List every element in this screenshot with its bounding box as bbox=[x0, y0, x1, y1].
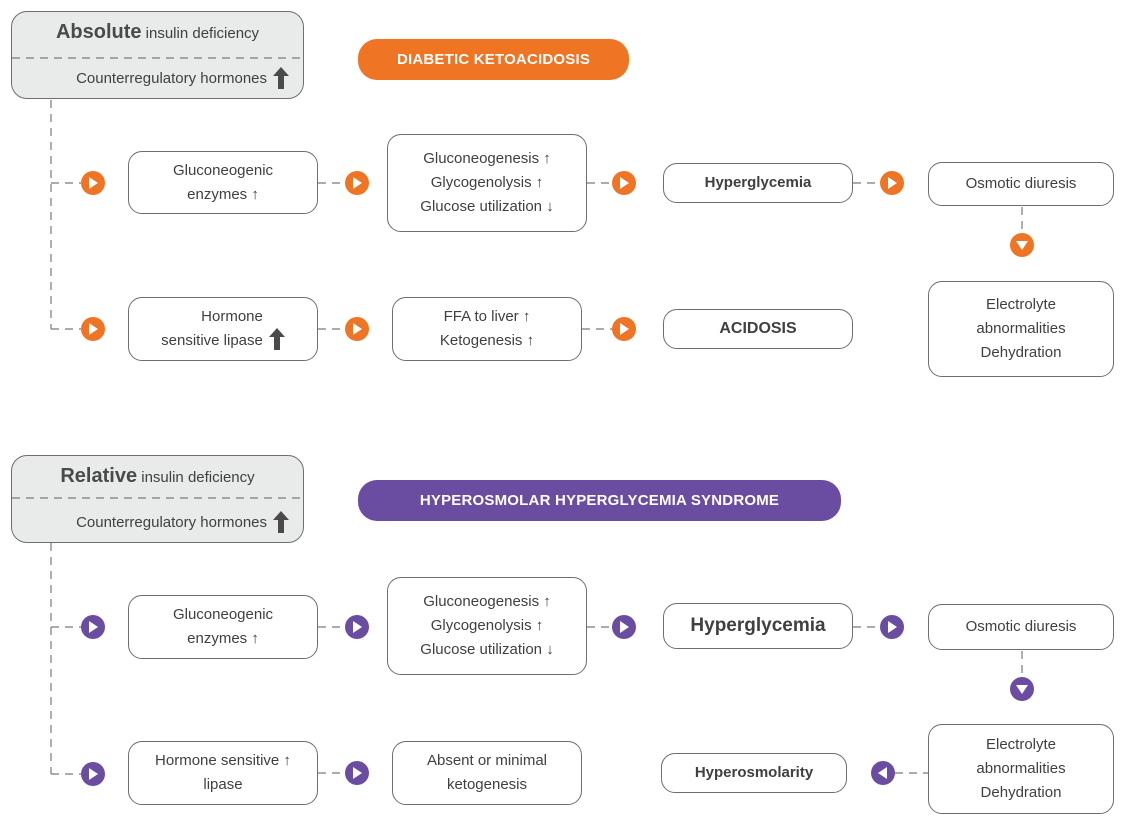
hhs-hormones-row: Counterregulatory hormones bbox=[26, 511, 289, 533]
dka-header-title: Absolute insulin deficiency bbox=[12, 21, 303, 44]
box-text: Hyperosmolarity bbox=[694, 764, 814, 781]
box-text: Electrolyte abnormalities Dehydration bbox=[976, 736, 1066, 801]
deficiency-label: insulin deficiency bbox=[137, 469, 255, 486]
play-icon bbox=[880, 615, 904, 639]
dka-gluconeogenic-box: Gluconeogenic enzymes ↑ bbox=[128, 151, 318, 214]
play-icon bbox=[612, 317, 636, 341]
play-icon bbox=[345, 171, 369, 195]
hormones-label: Counterregulatory hormones bbox=[76, 69, 267, 87]
hhs-title: HYPEROSMOLAR HYPERGLYCEMIA SYNDROME bbox=[419, 492, 780, 509]
down-triangle-icon bbox=[1010, 233, 1034, 257]
hhs-header: Relative insulin deficiency Counterregul… bbox=[11, 455, 305, 543]
box-text: Gluconeogenesis ↑ Glycogenolysis ↑ Gluco… bbox=[420, 150, 554, 215]
box-text: Hyperglycemia bbox=[690, 615, 826, 636]
play-icon bbox=[345, 615, 369, 639]
dka-ffa-box: FFA to liver ↑ Ketogenesis ↑ bbox=[392, 297, 582, 361]
dka-header: Absolute insulin deficiency Counterregul… bbox=[11, 11, 305, 99]
up-arrow-icon bbox=[273, 511, 289, 533]
box-text: Gluconeogenic enzymes ↑ bbox=[172, 606, 274, 647]
play-icon bbox=[81, 615, 105, 639]
play-icon bbox=[345, 761, 369, 785]
hormones-label: Counterregulatory hormones bbox=[76, 513, 267, 531]
play-icon bbox=[81, 317, 105, 341]
box-text: ACIDOSIS bbox=[719, 320, 797, 337]
header-divider bbox=[12, 497, 305, 499]
deficiency-type: Relative bbox=[60, 465, 138, 487]
down-triangle-icon bbox=[1010, 677, 1034, 701]
deficiency-label: insulin deficiency bbox=[141, 25, 260, 42]
hhs-electrolyte-box: Electrolyte abnormalities Dehydration bbox=[928, 724, 1114, 814]
hhs-ketogenesis-box: Absent or minimal ketogenesis bbox=[392, 741, 582, 805]
hhs-osmotic-box: Osmotic diuresis bbox=[928, 604, 1114, 650]
play-icon bbox=[612, 171, 636, 195]
play-icon bbox=[880, 171, 904, 195]
hhs-hyperglycemia-box: Hyperglycemia bbox=[663, 603, 853, 649]
box-text: Hormone sensitive ↑ lipase bbox=[155, 752, 291, 793]
play-icon bbox=[345, 317, 369, 341]
play-icon bbox=[81, 171, 105, 195]
hhs-glucose-effects-box: Gluconeogenesis ↑ Glycogenolysis ↑ Gluco… bbox=[387, 577, 587, 675]
play-icon bbox=[81, 762, 105, 786]
box-text: Hyperglycemia bbox=[704, 174, 812, 191]
box-text: Absent or minimal ketogenesis bbox=[426, 752, 548, 793]
box-text: Hormone sensitive lipase bbox=[161, 308, 263, 349]
header-divider bbox=[12, 57, 305, 59]
box-text: Gluconeogenesis ↑ Glycogenolysis ↑ Gluco… bbox=[420, 593, 554, 658]
deficiency-type: Absolute bbox=[55, 21, 142, 43]
dka-hormones-row: Counterregulatory hormones bbox=[26, 67, 289, 89]
box-text: FFA to liver ↑ Ketogenesis ↑ bbox=[439, 308, 535, 349]
box-text: Gluconeogenic enzymes ↑ bbox=[172, 161, 274, 203]
hhs-title-pill: HYPEROSMOLAR HYPERGLYCEMIA SYNDROME bbox=[358, 480, 841, 521]
up-arrow-icon bbox=[273, 67, 289, 89]
box-text: Osmotic diuresis bbox=[965, 175, 1077, 192]
hhs-gluconeogenic-box: Gluconeogenic enzymes ↑ bbox=[128, 595, 318, 659]
dka-acidosis-box: ACIDOSIS bbox=[663, 309, 853, 349]
play-icon bbox=[612, 615, 636, 639]
up-arrow-icon bbox=[268, 328, 285, 350]
left-triangle-icon bbox=[871, 761, 895, 785]
hhs-hyperosmolarity-box: Hyperosmolarity bbox=[661, 753, 847, 793]
dka-electrolyte-box: Electrolyte abnormalities Dehydration bbox=[928, 281, 1114, 377]
box-text: Osmotic diuresis bbox=[965, 618, 1077, 635]
dka-glucose-effects-box: Gluconeogenesis ↑ Glycogenolysis ↑ Gluco… bbox=[387, 134, 587, 232]
hhs-lipase-box: Hormone sensitive ↑ lipase bbox=[128, 741, 318, 805]
dka-hyperglycemia-box: Hyperglycemia bbox=[663, 163, 853, 203]
dka-osmotic-box: Osmotic diuresis bbox=[928, 162, 1114, 206]
dka-title: DIABETIC KETOACIDOSIS bbox=[396, 51, 591, 68]
box-text: Electrolyte abnormalities Dehydration bbox=[976, 296, 1066, 361]
hhs-header-title: Relative insulin deficiency bbox=[12, 465, 303, 488]
dka-lipase-box: Hormone sensitive lipase bbox=[128, 297, 318, 361]
dka-title-pill: DIABETIC KETOACIDOSIS bbox=[358, 39, 629, 80]
